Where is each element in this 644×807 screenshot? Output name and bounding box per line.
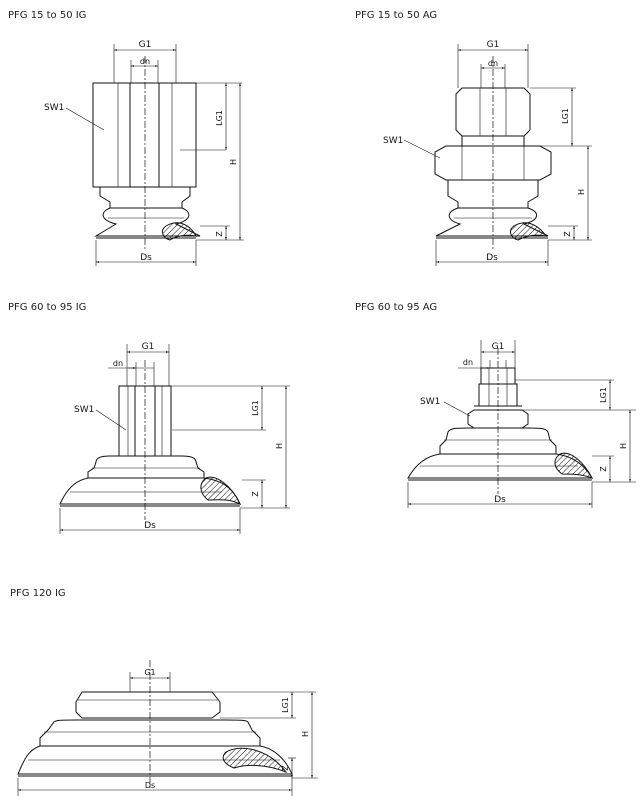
label-g1: G1 (144, 668, 155, 677)
label-dn: dn (140, 57, 150, 66)
label-dn: dn (463, 358, 473, 367)
label-dn: dn (488, 59, 498, 68)
drawing-pfg-15-50-ig: G1 dn SW1 LG1 H Z Ds (44, 40, 244, 266)
label-ds: Ds (494, 495, 506, 505)
view-title-pfg-60-95-ig: PFG 60 to 95 IG (8, 302, 87, 313)
label-ds: Ds (486, 253, 498, 263)
drawing-pfg-15-50-ag: G1 dn SW1 LG1 H Z Ds (383, 40, 592, 266)
label-lg1: LG1 (251, 400, 260, 416)
label-sw1: SW1 (420, 397, 440, 407)
label-z: Z (251, 491, 260, 497)
label-lg1: LG1 (281, 697, 290, 713)
label-g1: G1 (142, 342, 155, 352)
label-lg1: LG1 (599, 387, 608, 403)
label-h: H (577, 189, 586, 195)
label-sw1: SW1 (74, 405, 94, 415)
label-sw1: SW1 (383, 136, 403, 146)
label-ds: Ds (145, 781, 155, 790)
label-sw1: SW1 (44, 103, 64, 113)
drawing-pfg-60-95-ig: G1 dn SW1 LG1 H Z Ds (59, 342, 290, 534)
view-title-pfg-60-95-ag: PFG 60 to 95 AG (355, 302, 438, 313)
view-title-pfg-120-ig: PFG 120 IG (10, 588, 66, 599)
label-h: H (275, 443, 284, 449)
label-h: H (619, 443, 628, 449)
label-ds: Ds (140, 253, 152, 263)
view-title-pfg-15-50-ag: PFG 15 to 50 AG (355, 10, 438, 21)
drawing-pfg-120-ig: G1 LG1 H Z Ds (17, 660, 318, 796)
label-z: Z (563, 231, 572, 237)
label-h: H (229, 159, 238, 165)
label-z: Z (215, 231, 224, 237)
hex-body (92, 82, 197, 188)
label-h: H (301, 731, 310, 737)
label-lg1: LG1 (215, 110, 224, 126)
label-z: Z (599, 466, 608, 472)
view-title-pfg-15-50-ig: PFG 15 to 50 IG (8, 10, 87, 21)
label-lg1: LG1 (561, 108, 570, 124)
label-g1: G1 (492, 342, 505, 352)
label-z: Z (281, 765, 290, 771)
label-g1: G1 (139, 40, 152, 50)
label-ds: Ds (144, 521, 156, 531)
label-g1: G1 (487, 40, 500, 50)
label-dn: dn (113, 359, 123, 368)
drawing-pfg-60-95-ag: G1 dn SW1 LG1 H Z Ds (407, 340, 636, 508)
